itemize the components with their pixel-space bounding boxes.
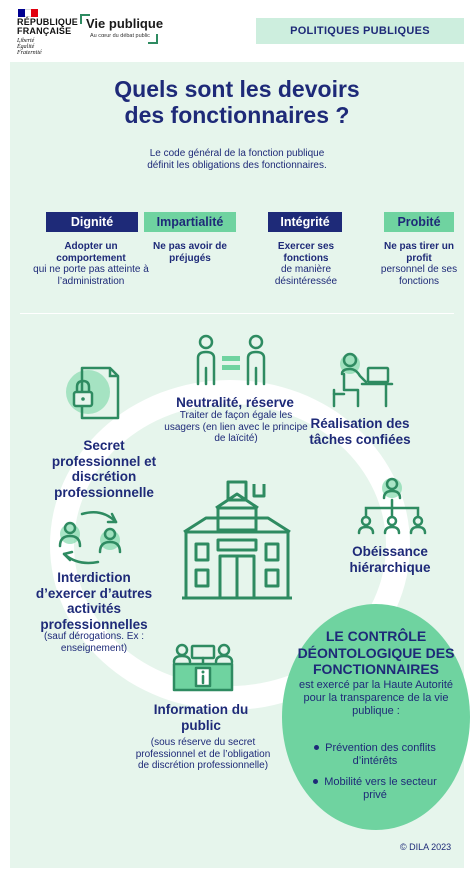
- copyright: © DILA 2023: [400, 842, 452, 852]
- vie-publique-logo[interactable]: Vie publique: [86, 16, 164, 31]
- duty-obeissance-title: Obéissance hiérarchique: [349, 544, 431, 575]
- duty-neutralite-title: Neutralité, réserve: [176, 395, 294, 410]
- french-flag-icon: [18, 9, 39, 17]
- duty-information-title: Information du public: [153, 702, 249, 733]
- republique-motto: Liberté Égalité Fraternité: [17, 38, 42, 56]
- people-equal-icon: [196, 334, 266, 386]
- republique-francaise-logo: RÉPUBLIQUE FRANÇAISE: [17, 17, 79, 36]
- vie-publique-frame-icon: [80, 14, 158, 44]
- duty-information-sub: (sous réserve du secret professionnel et…: [135, 737, 271, 771]
- principle-probite: Probité: [384, 212, 454, 232]
- duty-secret-title: Secret professionnel et discrétion profe…: [51, 438, 157, 500]
- information-desk-icon: [172, 643, 234, 692]
- principle-impartialite: Impartialité: [144, 212, 236, 232]
- duty-neutralite-sub: Traiter de façon égale les usagers (en l…: [164, 410, 308, 444]
- intro-text: Le code général de la fonction publique …: [147, 148, 327, 171]
- principle-integrite: Intégrité: [268, 212, 342, 232]
- principle-impartialite-desc: Ne pas avoir de préjugés: [153, 241, 227, 264]
- control-text: est exercé par la Haute Autorité pour la…: [298, 679, 454, 717]
- hierarchy-icon: [357, 477, 427, 535]
- page-title: Quels sont les devoirs des fonctionnaire…: [114, 76, 360, 128]
- bullet-icon: [314, 744, 320, 750]
- duty-realisation-title: Réalisation des tâches confiées: [309, 416, 411, 447]
- vie-publique-tagline: Au cœur du débat public: [90, 33, 150, 39]
- person-at-desk-icon: [332, 352, 394, 408]
- section-tag[interactable]: POLITIQUES PUBLIQUES: [256, 18, 464, 44]
- control-item-2: Mobilité vers le secteur privé: [300, 776, 450, 802]
- document-lock-icon: [66, 366, 120, 420]
- control-item-1: Prévention des conflits d’intérêts: [300, 742, 450, 768]
- bullet-icon: [313, 778, 319, 784]
- control-title: LE CONTRÔLE DÉONTOLOGIQUE DES FONCTIONNA…: [297, 628, 455, 677]
- divider: [20, 313, 454, 314]
- control-circle: [282, 604, 470, 830]
- duty-interdiction-sub: (sauf dérogations. Ex : enseignement): [43, 631, 145, 654]
- duty-interdiction-title: Interdiction d’exercer d’autres activité…: [35, 570, 153, 632]
- public-building-icon: [182, 480, 292, 600]
- people-cycle-icon: [58, 511, 122, 565]
- principle-dignite: Dignité: [46, 212, 138, 232]
